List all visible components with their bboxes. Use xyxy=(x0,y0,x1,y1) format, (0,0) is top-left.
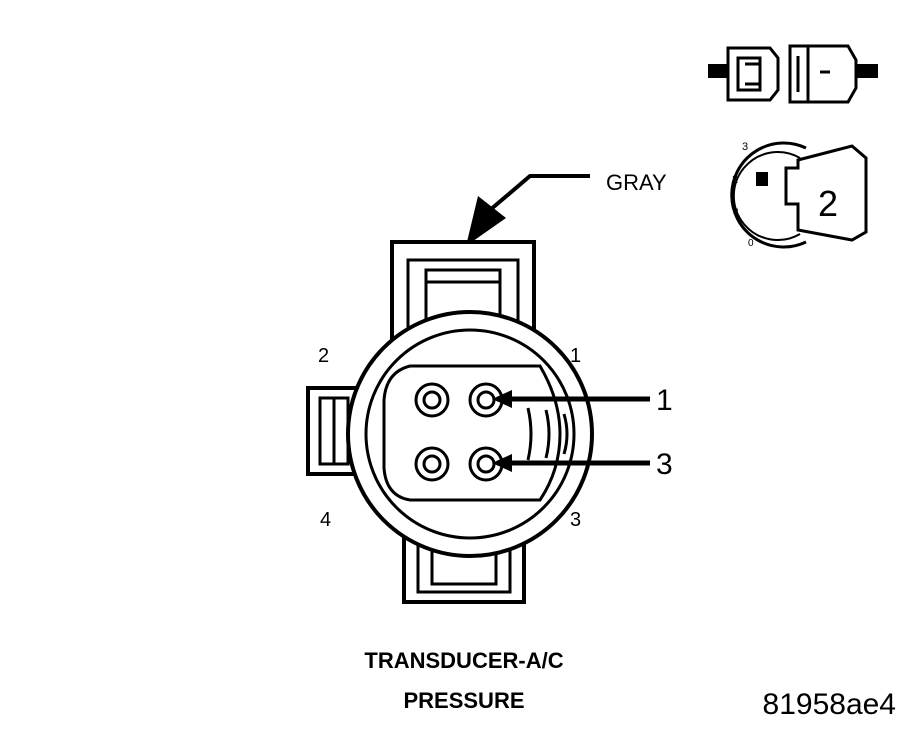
pin-cavity-4 xyxy=(414,446,450,482)
pin-callout-label-lower: 3 xyxy=(656,448,673,481)
connector-halves-icon xyxy=(708,44,878,104)
pin-cavity-2 xyxy=(414,382,450,418)
pin-cavity-1 xyxy=(468,382,504,418)
scale-label-2: 2 xyxy=(732,174,738,186)
cavity-number-bottom-right: 3 xyxy=(570,509,581,531)
cavity-number-bottom-left: 4 xyxy=(320,509,331,531)
pin-callout-label-upper: 1 xyxy=(656,384,673,417)
pin-callout-arrow-upper xyxy=(492,390,650,408)
cavity-number-top-left: 2 xyxy=(318,345,329,367)
scale-label-1: 1 xyxy=(734,207,740,219)
pin-cavity-3 xyxy=(468,446,504,482)
caption-line-1: TRANSDUCER-A/C xyxy=(364,648,563,673)
pin-callout-arrow-lower xyxy=(492,454,650,472)
cavity-number-top-right: 1 xyxy=(570,345,581,367)
position-scale-icon: 3 2 1 0 2 xyxy=(730,141,868,249)
scale-label-0: 0 xyxy=(748,238,754,249)
gray-color-label: GRAY xyxy=(606,170,667,195)
connector-face xyxy=(306,240,594,604)
scale-selected-number: 2 xyxy=(818,183,838,224)
gray-callout-arrow xyxy=(466,174,590,246)
scale-label-3: 3 xyxy=(742,141,748,153)
figure-id: 81958ae4 xyxy=(763,688,896,721)
caption-line-2: PRESSURE xyxy=(403,688,524,713)
